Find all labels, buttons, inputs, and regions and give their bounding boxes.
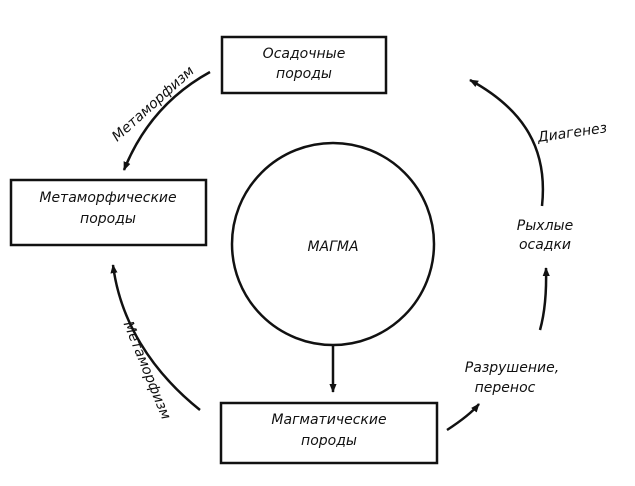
- node-loose-sediments: Рыхлые осадки: [517, 218, 573, 253]
- node-label: Осадочные: [263, 46, 346, 62]
- node-label: Магматические: [271, 412, 386, 428]
- arrow-magmatic-to-destruction: [446, 403, 480, 432]
- node-label: Рыхлые: [517, 218, 573, 234]
- arrow-destruction-to-sediments: [538, 267, 550, 331]
- node-label: Метаморфические: [39, 190, 176, 206]
- node-box: [220, 35, 388, 95]
- arrow-magmatic-to-metamorphic: [110, 264, 201, 411]
- edge-label-metamorphism-left: Метаморфизм: [120, 319, 174, 422]
- node-box: [219, 401, 439, 465]
- edge-label-destruction-line2: перенос: [475, 380, 536, 396]
- node-metamorphic-rocks: Метаморфические породы: [9, 178, 208, 247]
- node-label: породы: [80, 211, 136, 227]
- edge-label-metamorphism-top: Метаморфизм: [109, 63, 198, 145]
- node-label: породы: [301, 433, 357, 449]
- node-box: [9, 178, 208, 247]
- arrow-sediments-to-sedimentary: [469, 78, 545, 207]
- node-label: осадки: [519, 237, 571, 253]
- edge-label-destruction-line1: Разрушение,: [465, 360, 559, 376]
- magma-label: МАГМА: [307, 239, 358, 255]
- node-magma: МАГМА: [230, 141, 436, 347]
- arrow-sedimentary-to-metamorphic: [122, 70, 211, 171]
- node-sedimentary-rocks: Осадочные породы: [220, 35, 388, 95]
- node-label: породы: [276, 66, 332, 82]
- edge-label-diagenesis: Диагенез: [536, 120, 608, 146]
- node-magmatic-rocks: Магматические породы: [219, 401, 439, 465]
